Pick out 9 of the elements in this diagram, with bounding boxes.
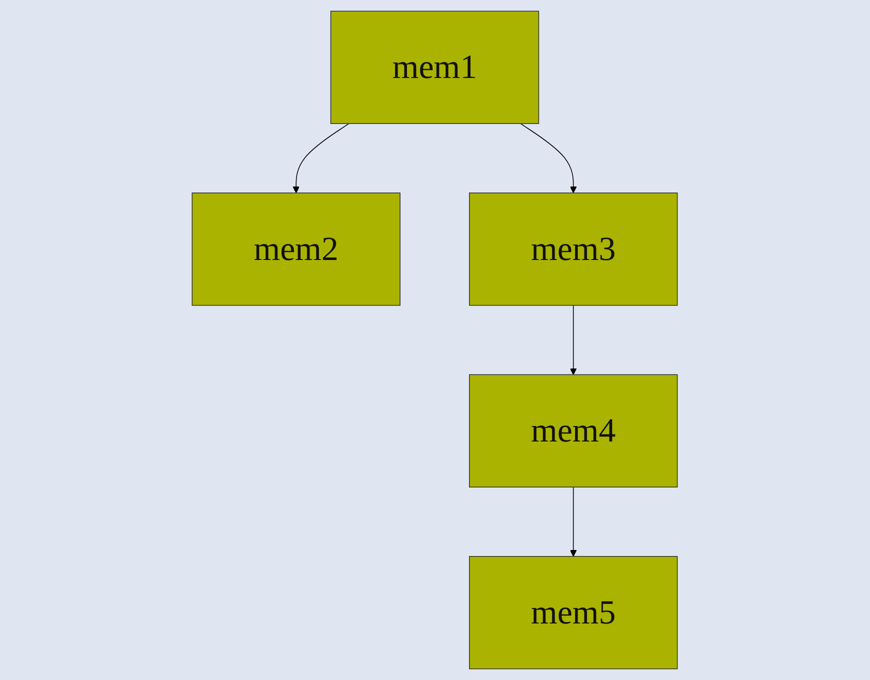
node-box: mem5 — [469, 556, 678, 670]
arrow — [293, 123, 350, 194]
arrow — [570, 304, 577, 375]
node-box: mem3 — [469, 192, 678, 306]
arrow — [520, 123, 577, 194]
node-box: mem2 — [192, 192, 401, 306]
arrow — [570, 486, 577, 557]
node-box: mem4 — [469, 374, 678, 488]
node-box: mem1 — [330, 10, 540, 124]
